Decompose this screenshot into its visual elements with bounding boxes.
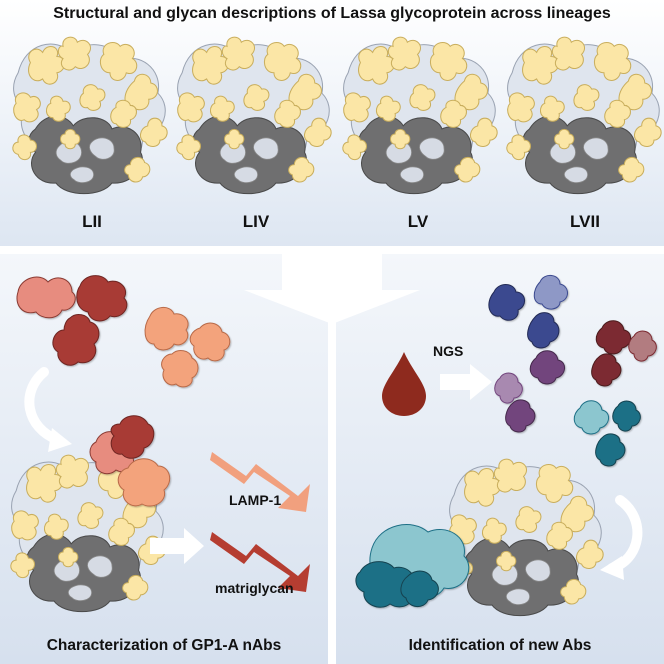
lineage-label-liv: LIV xyxy=(242,212,270,231)
lineage-label-lii: LII xyxy=(82,212,102,231)
lamp1-label: LAMP-1 xyxy=(229,492,282,508)
curved-arrow-left xyxy=(24,367,63,445)
panel-divider xyxy=(328,252,336,664)
antibody-red xyxy=(16,275,128,366)
right-panel-caption: Identification of new Abs xyxy=(408,637,592,654)
arrow-to-antibodies xyxy=(440,364,492,400)
left-panel-caption: Characterization of GP1-A nAbs xyxy=(46,637,282,654)
antibody-teal xyxy=(573,400,641,467)
down-arrow xyxy=(244,246,420,324)
matriglycan-arrow xyxy=(210,532,310,592)
lamp1-arrow xyxy=(210,452,310,512)
blood-drop-icon xyxy=(382,352,426,416)
lineage-label-lv: LV xyxy=(407,212,429,231)
ngs-label: NGS xyxy=(433,343,464,359)
arrow-to-receptors xyxy=(150,528,204,564)
bound-antibody-teal xyxy=(355,524,470,608)
bound-antibodies xyxy=(89,415,171,507)
antibody-navy xyxy=(488,275,568,349)
antibody-maroon xyxy=(591,320,657,387)
matriglycan-label: matriglycan xyxy=(215,580,294,596)
lineage-label-lvii: LVII xyxy=(570,212,600,231)
antibody-orange xyxy=(144,307,231,388)
antibody-purple xyxy=(494,350,565,433)
figure-title: Structural and glycan descriptions of La… xyxy=(53,5,611,22)
